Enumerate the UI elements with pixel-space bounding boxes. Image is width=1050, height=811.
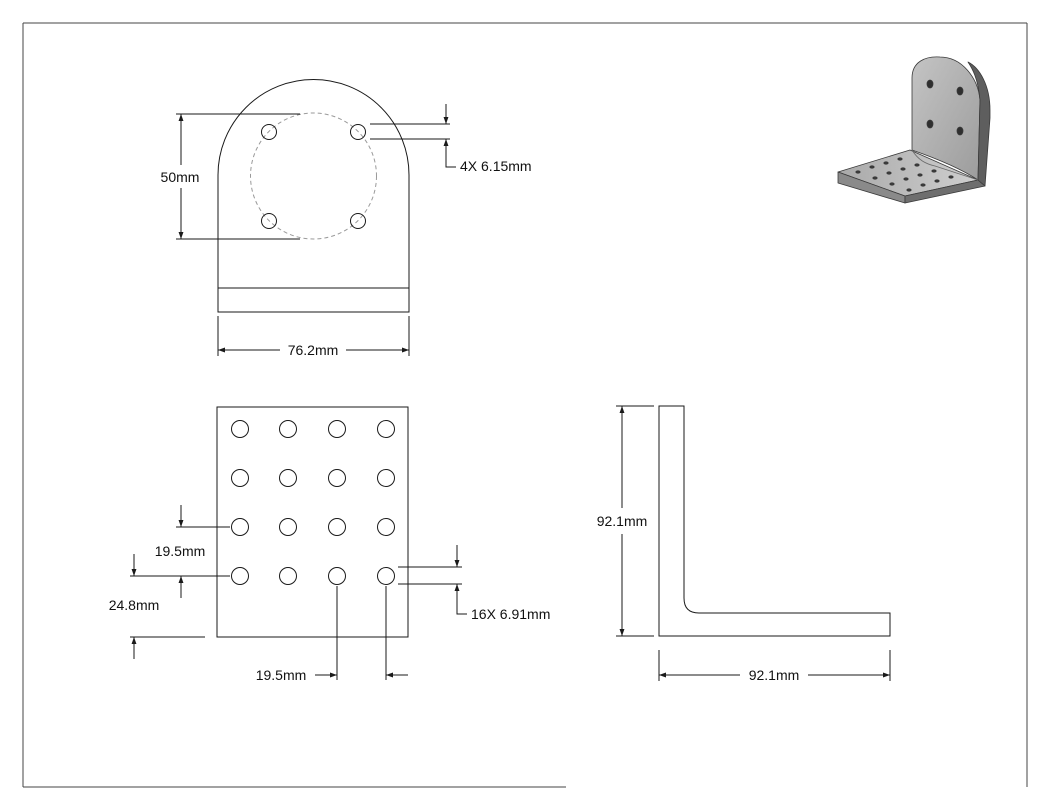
base-hole: [328, 420, 346, 438]
dim-base-holes: [398, 545, 467, 615]
dim-front-holes: [370, 104, 456, 168]
base-hole: [328, 567, 346, 585]
base-hole: [377, 567, 395, 585]
isometric-view: [837, 56, 991, 204]
base-hole: [377, 469, 395, 487]
dim-side-width: [658, 650, 891, 681]
mount-hole: [261, 213, 277, 229]
front-view-outline: [217, 79, 410, 313]
base-hole: [377, 518, 395, 536]
base-hole-grid: [231, 420, 395, 585]
motor-hidden-circle: [250, 112, 377, 240]
dim-front-holes-label: 4X 6.15mm: [460, 158, 532, 174]
dim-side-height: [616, 405, 654, 637]
mount-hole: [350, 213, 366, 229]
dim-base-pitch-vertical-label: 19.5mm: [155, 543, 206, 559]
dim-front-width-label: 76.2mm: [288, 342, 339, 358]
base-hole: [279, 420, 297, 438]
base-hole: [279, 518, 297, 536]
base-hole: [377, 420, 395, 438]
mount-hole: [350, 124, 366, 140]
dim-front-width: [217, 316, 410, 356]
base-hole: [231, 469, 249, 487]
base-hole: [279, 567, 297, 585]
side-view: [658, 405, 891, 637]
dim-front-height: [176, 113, 300, 240]
dim-base-pitch-horizontal-label: 19.5mm: [256, 667, 307, 683]
base-hole: [231, 567, 249, 585]
base-hole: [231, 518, 249, 536]
mount-hole: [261, 124, 277, 140]
dim-side-width-label: 92.1mm: [749, 667, 800, 683]
dim-base-pitch-horizontal: [315, 586, 408, 680]
dim-side-height-label: 92.1mm: [597, 513, 648, 529]
dim-base-edge-offset-label: 24.8mm: [109, 597, 160, 613]
front-view: [217, 79, 410, 313]
side-view-outline: [658, 405, 891, 637]
dim-base-pitch-vertical: [176, 505, 230, 598]
dim-base-edge-offset: [130, 554, 230, 659]
base-view-outline: [216, 406, 409, 638]
base-hole: [231, 420, 249, 438]
drawing-frame: [22, 22, 1028, 788]
base-hole: [328, 518, 346, 536]
dim-base-holes-label: 16X 6.91mm: [471, 606, 550, 622]
dim-front-height-label: 50mm: [161, 169, 200, 185]
base-hole: [328, 469, 346, 487]
base-view: [216, 406, 409, 638]
base-hole: [279, 469, 297, 487]
